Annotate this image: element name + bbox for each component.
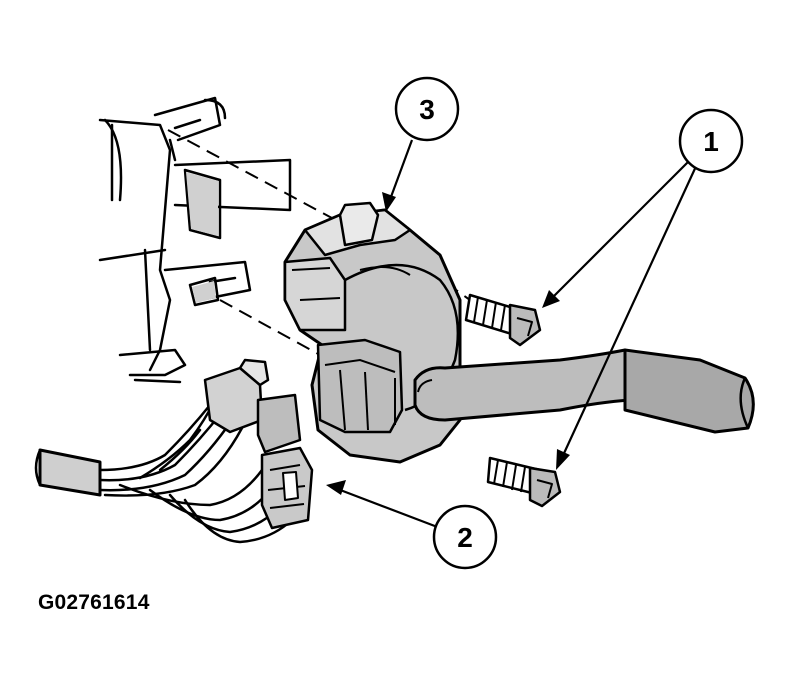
leader-1a: [547, 159, 691, 303]
screw-upper: [464, 293, 542, 347]
arrowhead-1b: [556, 449, 570, 470]
leader-2: [334, 486, 441, 530]
arrowhead-1a: [542, 290, 560, 308]
switch-left-block: [283, 256, 347, 332]
harness-sleeve: [34, 448, 102, 497]
multifunction-switch: [283, 201, 462, 464]
arrowhead-2: [326, 480, 346, 495]
callout-2-label: 2: [457, 522, 473, 553]
arrowhead-3: [382, 192, 396, 212]
callout-3: 3: [394, 76, 460, 142]
leader-3: [386, 139, 414, 206]
screw-lower: [486, 456, 562, 508]
switch-connector-block: [316, 338, 404, 434]
electrical-connector: [203, 358, 314, 530]
leader-1b: [559, 161, 699, 463]
figure-code: G02761614: [38, 591, 150, 614]
steering-column-housing: [98, 96, 292, 384]
callout-3-label: 3: [419, 94, 435, 125]
housing-shading: [186, 172, 218, 303]
callout-1-label: 1: [703, 126, 719, 157]
callout-1: 1: [678, 108, 744, 174]
wiper-lever-stalk: [413, 348, 755, 434]
arrow-heads: [326, 192, 570, 495]
leader-lines: [334, 139, 699, 530]
callout-2: 2: [432, 504, 498, 570]
switch-top-tab: [338, 201, 380, 247]
